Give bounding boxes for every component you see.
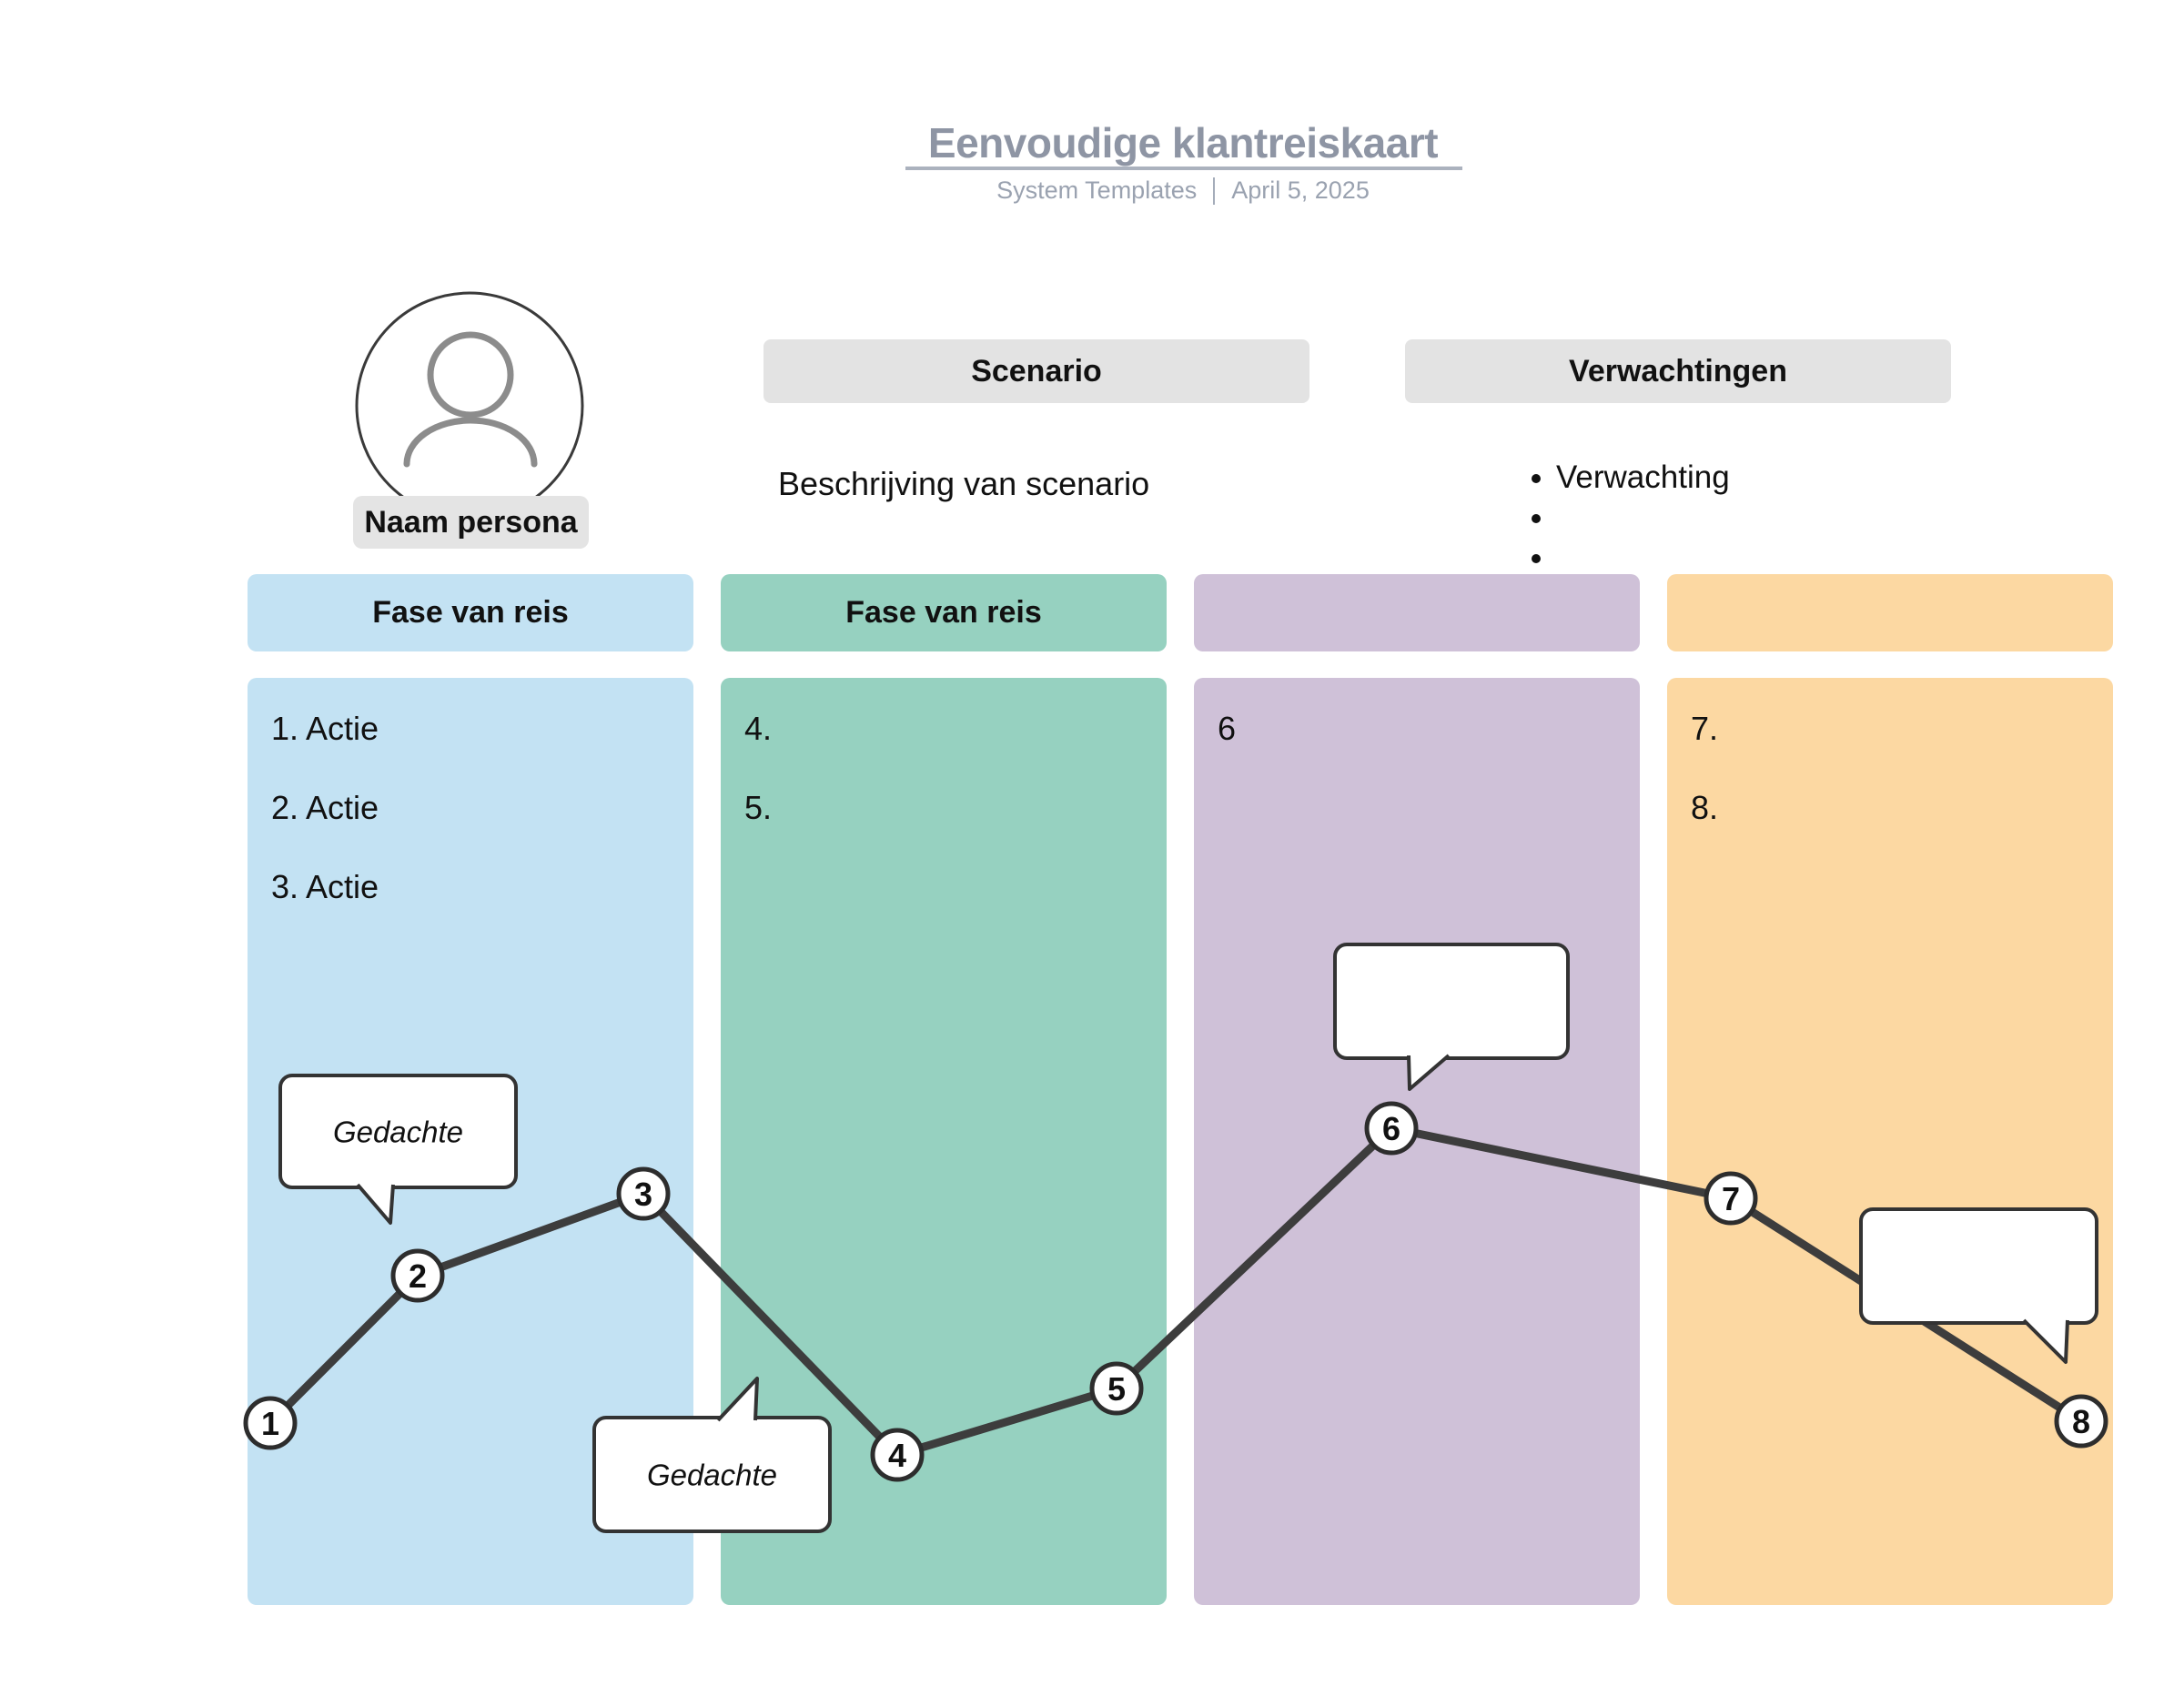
date[interactable]: April 5, 2025 [1231, 177, 1370, 204]
speech-bubble[interactable] [1333, 943, 1570, 1091]
persona-name-label[interactable]: Naam persona [353, 496, 589, 549]
journey-point-5[interactable]: 5 [1089, 1361, 1144, 1416]
expectation-item[interactable]: Verwachting [1556, 458, 1730, 498]
column-2-header[interactable]: Fase van reis [721, 574, 1167, 651]
column-2-item[interactable]: 4. [744, 710, 773, 747]
expectations-list: Verwachting [1536, 458, 1730, 578]
journey-point-2[interactable]: 2 [390, 1248, 445, 1303]
column-1-item[interactable]: 3. Actie [271, 868, 379, 905]
column-2-item[interactable]: 5. [744, 789, 773, 826]
column-4-item[interactable]: 8. [1691, 789, 1719, 826]
journey-point-label: 8 [2072, 1403, 2090, 1440]
expectations-header[interactable]: Verwachtingen [1405, 339, 1951, 403]
journey-point-label: 4 [888, 1437, 906, 1474]
journey-point-1[interactable]: 1 [243, 1396, 298, 1450]
column-4-body[interactable]: 7. 8. [1667, 678, 2113, 1605]
journey-point-7[interactable]: 7 [1704, 1171, 1758, 1226]
speech-bubble[interactable]: Gedachte [278, 1074, 518, 1225]
journey-point-label: 2 [409, 1257, 427, 1295]
journey-point-label: 1 [261, 1405, 279, 1442]
speech-bubble-tail [1407, 1054, 1451, 1091]
journey-point-3[interactable]: 3 [616, 1166, 671, 1221]
column-4-item[interactable]: 7. [1691, 710, 1719, 747]
column-1-header[interactable]: Fase van reis [248, 574, 693, 651]
journey-point-4[interactable]: 4 [870, 1428, 925, 1482]
speech-bubble-tail [2022, 1318, 2069, 1364]
column-3-item[interactable]: 6 [1218, 710, 1237, 747]
column-4-header[interactable] [1667, 574, 2113, 651]
speech-bubble-box[interactable] [278, 1074, 518, 1189]
speech-bubble-label[interactable]: Gedachte [647, 1459, 777, 1492]
subtitle-divider [1213, 177, 1216, 205]
speech-bubble-tail [356, 1183, 395, 1225]
journey-point-label: 7 [1722, 1180, 1740, 1217]
speech-bubble-box[interactable] [592, 1416, 832, 1533]
column-1-item[interactable]: 1. Actie [271, 710, 379, 747]
journey-point-label: 6 [1382, 1110, 1400, 1147]
scenario-description[interactable]: Beschrijving van scenario [778, 465, 1150, 502]
page-title[interactable]: Eenvoudige klantreiskaart [927, 119, 1439, 167]
column-3-body[interactable]: 6 [1194, 678, 1640, 1605]
column-1-item[interactable]: 2. Actie [271, 789, 379, 826]
byline[interactable]: System Templates [996, 177, 1198, 204]
journey-line[interactable] [266, 1124, 2086, 1459]
journey-point-label: 3 [634, 1176, 652, 1213]
column-3-header[interactable] [1194, 574, 1640, 651]
scenario-header[interactable]: Scenario [763, 339, 1309, 403]
journey-point-6[interactable]: 6 [1364, 1101, 1419, 1156]
speech-bubble-box[interactable] [1333, 943, 1570, 1060]
person-icon [403, 331, 538, 468]
speech-bubble[interactable]: Gedachte [592, 1377, 832, 1533]
speech-bubble[interactable] [1859, 1207, 2098, 1364]
speech-bubble-label[interactable]: Gedachte [333, 1116, 463, 1149]
journey-point-8[interactable]: 8 [2054, 1394, 2108, 1449]
speech-bubble-tail [716, 1377, 759, 1422]
journey-point-label: 5 [1107, 1370, 1126, 1408]
speech-bubble-box[interactable] [1859, 1207, 2098, 1325]
title-underline [905, 167, 1462, 170]
subtitle: System Templates April 5, 2025 [910, 177, 1456, 205]
